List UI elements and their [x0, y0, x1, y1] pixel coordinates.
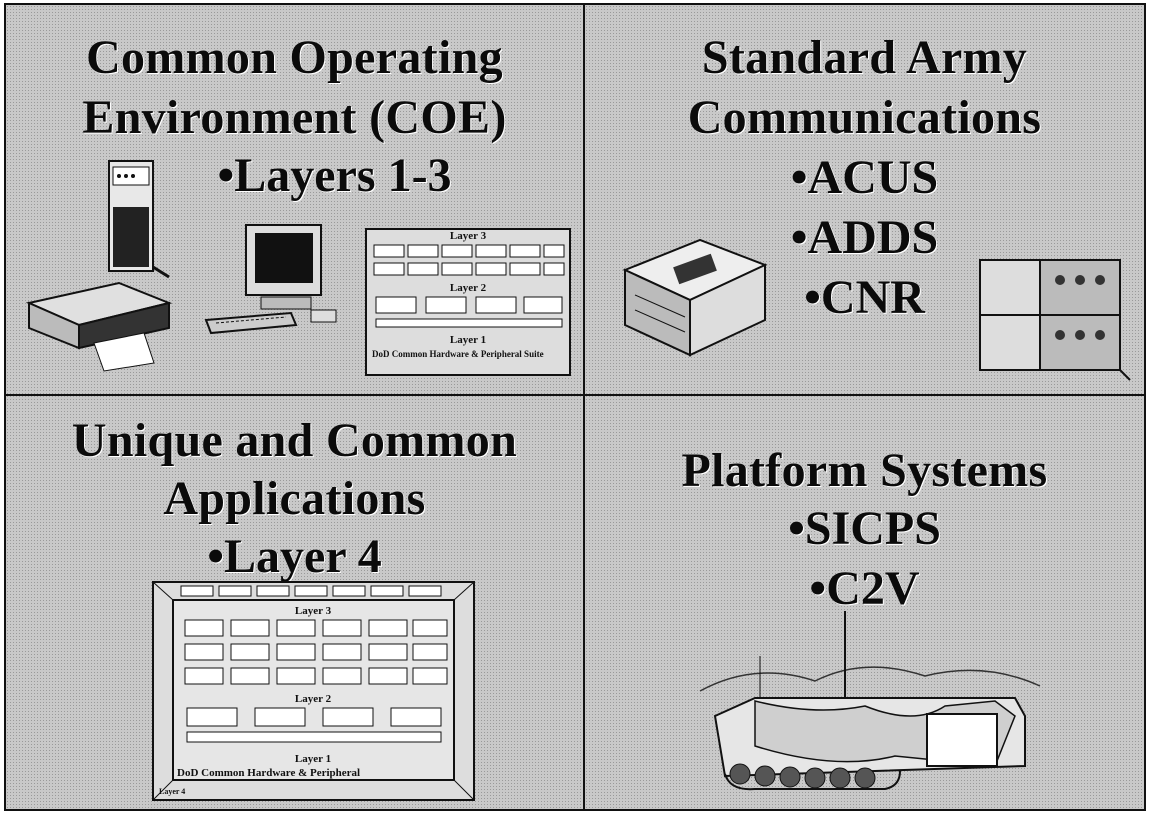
apps-bullet-layer4: •Layer 4	[207, 530, 382, 583]
platform-bullet-sicps: •SICPS	[788, 502, 941, 555]
server-tower-image	[108, 160, 170, 279]
apps-diagram-caption: DoD Common Hardware & Peripheral	[177, 767, 360, 779]
apps-diagram-layer3: Layer 3	[295, 605, 332, 617]
apps-diagram-layer1: Layer 1	[295, 753, 331, 765]
coe-title-line2: Environment (COE)	[82, 91, 507, 144]
coe-diagram-layer2: Layer 2	[450, 282, 487, 294]
communications-terminal-image	[622, 238, 768, 357]
slide-frame: Common Operating Environment (COE) •Laye…	[4, 3, 1146, 811]
coe-diagram-layer1: Layer 1	[450, 334, 486, 346]
panel-coe: Common Operating Environment (COE) •Laye…	[6, 5, 583, 394]
comms-bullet-cnr: •CNR	[804, 271, 925, 324]
radio-set-image	[979, 259, 1131, 381]
comms-title-line2: Communications	[687, 91, 1042, 144]
horizontal-divider	[6, 394, 1144, 396]
coe-title-line1: Common Operating	[86, 31, 503, 84]
printer-image	[25, 281, 173, 372]
c2v-vehicle-image	[699, 611, 1041, 791]
panel-applications: Unique and Common Applications •Layer 4 …	[6, 396, 583, 809]
apps-diagram-layer2: Layer 2	[295, 693, 332, 705]
layer-diagram-coe: Layer 3 Layer 2 Layer 1 DoD Common Hardw…	[365, 228, 571, 376]
coe-bullet-layers: •Layers 1-3	[217, 149, 452, 202]
coe-diagram-layer3: Layer 3	[450, 230, 487, 242]
comms-title-line1: Standard Army	[701, 31, 1028, 84]
apps-diagram-corner: Layer 4	[159, 787, 185, 796]
panel-communications: Standard Army Communications •ACUS •ADDS…	[585, 5, 1144, 394]
vertical-divider	[583, 5, 585, 809]
platform-bullet-c2v: •C2V	[809, 562, 920, 615]
workstation-image	[204, 224, 337, 335]
comms-bullet-adds: •ADDS	[790, 211, 939, 264]
apps-title-line2: Applications	[163, 472, 426, 525]
apps-title-line1: Unique and Common	[71, 414, 518, 467]
comms-bullet-acus: •ACUS	[790, 151, 939, 204]
panel-platform: Platform Systems •SICPS •C2V	[585, 396, 1144, 809]
coe-diagram-caption: DoD Common Hardware & Peripheral Suite	[372, 349, 544, 359]
layer-diagram-apps: Layer 3 Layer 2 Layer 1 DoD Common Hardw…	[152, 581, 475, 801]
platform-title: Platform Systems	[681, 444, 1048, 497]
